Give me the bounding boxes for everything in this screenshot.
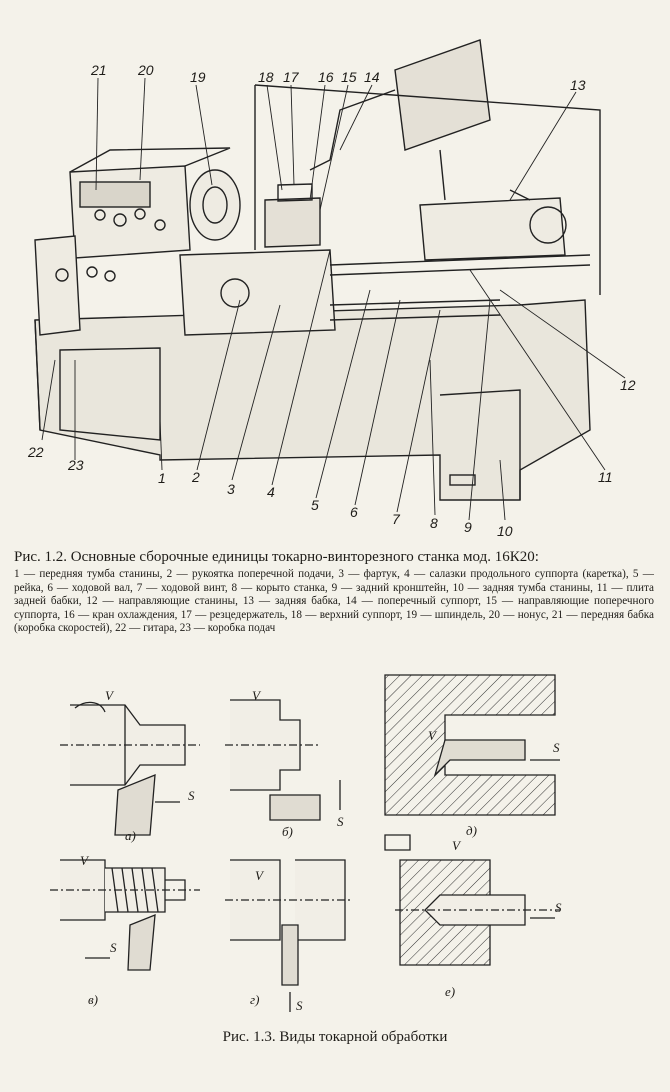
figure-1-2-caption: Рис. 1.2. Основные сборочные единицы ток…: [14, 549, 539, 565]
feed-label: S: [188, 788, 195, 803]
callout-15: 15: [341, 69, 357, 85]
callout-17: 17: [283, 69, 300, 85]
figure-1-3-caption: Рис. 1.3. Виды токарной обработки: [222, 1029, 448, 1045]
callout-9: 9: [464, 519, 472, 535]
callout-6: 6: [350, 504, 358, 520]
velocity-label: V: [105, 688, 115, 703]
callout-2: 2: [191, 469, 200, 485]
callout-4: 4: [267, 484, 275, 500]
velocity-label: V: [80, 853, 90, 868]
turning-types-drawings: [50, 674, 560, 1012]
panel-label-d: д): [466, 823, 477, 838]
callout-19: 19: [190, 69, 206, 85]
turning-panel-labels: а) б) в) г) д) е) V V V V V V S S S S S …: [80, 688, 562, 1013]
velocity-label: V: [252, 688, 262, 703]
callout-22: 22: [27, 444, 44, 460]
callout-13: 13: [570, 77, 586, 93]
feed-label: S: [337, 814, 344, 829]
callout-10: 10: [497, 523, 513, 539]
callout-3: 3: [227, 481, 235, 497]
feed-label: S: [553, 740, 560, 755]
feed-label: S: [110, 940, 117, 955]
velocity-label: V: [255, 868, 265, 883]
callout-11: 11: [598, 469, 613, 485]
callout-23: 23: [67, 457, 84, 473]
callout-labels: 21 20 19 18 17 16 15 14 13 12 11 22 23 1…: [27, 62, 636, 539]
callout-7: 7: [392, 511, 401, 527]
velocity-label: V: [452, 838, 462, 853]
callout-12: 12: [620, 377, 636, 393]
callout-21: 21: [90, 62, 107, 78]
figure-1-2-legend: 1 — передняя тумба станины, 2 — рукоятка…: [14, 568, 654, 635]
feed-label: S: [555, 900, 562, 915]
panel-label-e: е): [445, 984, 455, 999]
panel-label-b: б): [282, 824, 293, 839]
callout-14: 14: [364, 69, 380, 85]
feed-label: S: [296, 998, 303, 1013]
panel-label-g: г): [250, 992, 259, 1007]
velocity-label: V: [428, 728, 438, 743]
panel-label-v: в): [88, 992, 98, 1007]
callout-1: 1: [158, 470, 166, 486]
panel-label-a: а): [125, 828, 136, 843]
callout-16: 16: [318, 69, 334, 85]
callout-18: 18: [258, 69, 274, 85]
callout-5: 5: [311, 497, 319, 513]
callout-20: 20: [137, 62, 154, 78]
callout-8: 8: [430, 515, 438, 531]
